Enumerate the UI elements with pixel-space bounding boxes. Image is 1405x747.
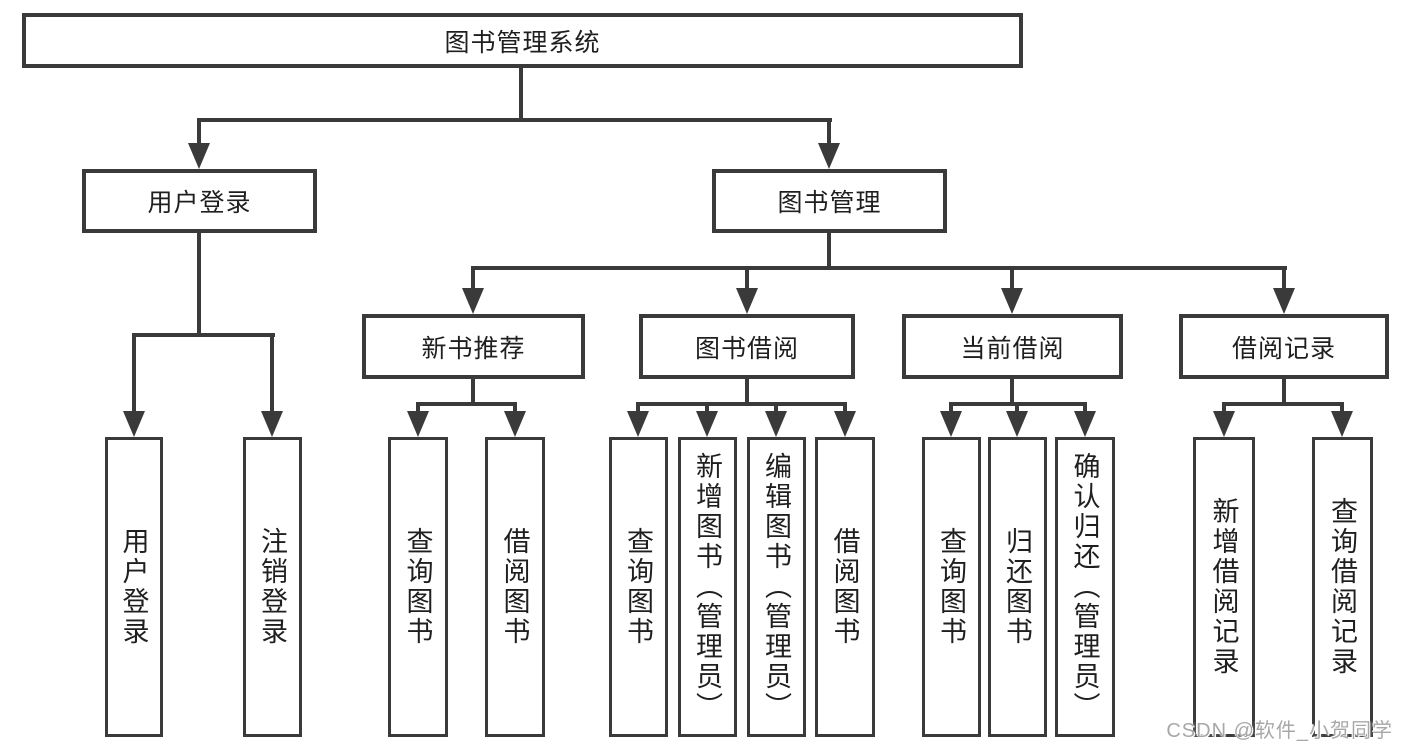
connector-line <box>519 66 523 120</box>
node-new-book-recommend: 新书推荐 <box>362 314 585 379</box>
leaf-query-books-borrowing: 查询图书 <box>609 437 668 737</box>
connector-line <box>843 402 847 412</box>
node-label: 当前借阅 <box>960 334 1065 363</box>
arrow-down-icon <box>765 411 787 437</box>
leaf-label: 确认归还（管理员） <box>1069 452 1100 722</box>
connector-line <box>513 402 517 412</box>
arrow-down-icon <box>1213 411 1235 437</box>
leaf-return-books: 归还图书 <box>988 437 1047 737</box>
connector-line <box>197 233 201 335</box>
leaf-label: 新增图书（管理员） <box>692 452 722 722</box>
connector-line <box>471 266 475 290</box>
connector-line <box>1282 379 1286 406</box>
connector-line <box>1015 402 1019 412</box>
node-library-management-system: 图书管理系统 <box>22 13 1023 68</box>
leaf-borrow-books-recommend: 借阅图书 <box>485 437 545 737</box>
leaf-label: 注销登录 <box>257 527 287 647</box>
connector-line <box>416 402 420 412</box>
leaf-label: 归还图书 <box>1002 527 1032 647</box>
connector-line <box>1010 379 1014 406</box>
arrow-down-icon <box>123 411 145 437</box>
leaf-query-borrow-record: 查询借阅记录 <box>1312 437 1373 737</box>
node-label: 新书推荐 <box>421 334 526 363</box>
leaf-label: 用户登录 <box>118 527 149 647</box>
leaf-label: 新增借阅记录 <box>1208 497 1239 677</box>
node-label: 图书借阅 <box>694 334 799 363</box>
arrow-down-icon <box>1273 288 1295 314</box>
node-label: 图书管理 <box>777 189 882 217</box>
arrow-down-icon <box>1331 411 1353 437</box>
connector-line <box>827 233 831 270</box>
connector-line <box>636 402 640 412</box>
arrow-down-icon <box>736 288 758 314</box>
connector-line <box>774 402 778 412</box>
arrow-down-icon <box>188 143 210 169</box>
connector-line <box>132 333 275 337</box>
arrow-down-icon <box>834 411 856 437</box>
connector-line <box>197 118 832 122</box>
arrow-down-icon <box>940 411 962 437</box>
connector-line <box>1010 266 1014 290</box>
node-borrowing-records: 借阅记录 <box>1179 314 1389 379</box>
leaf-label: 查询借阅记录 <box>1327 497 1357 677</box>
node-label: 用户登录 <box>147 189 252 217</box>
leaf-label: 编辑图书（管理员） <box>761 452 791 722</box>
connector-line <box>827 118 831 146</box>
connector-line <box>745 266 749 290</box>
leaf-logout: 注销登录 <box>243 437 302 737</box>
arrow-down-icon <box>627 411 649 437</box>
connector-line <box>197 118 201 146</box>
node-book-borrowing: 图书借阅 <box>639 314 855 379</box>
connector-line <box>471 379 475 406</box>
leaf-edit-book-admin: 编辑图书（管理员） <box>747 437 806 737</box>
leaf-label: 查询图书 <box>623 527 653 647</box>
connector-line <box>416 402 517 406</box>
connector-line <box>1340 402 1344 412</box>
arrow-down-icon <box>407 411 429 437</box>
connector-line <box>949 402 953 412</box>
connector-line <box>1222 402 1226 412</box>
connector-line <box>1282 266 1286 290</box>
connector-line <box>705 402 709 412</box>
leaf-label: 借阅图书 <box>829 527 860 647</box>
leaf-label: 借阅图书 <box>499 527 530 647</box>
node-user-login: 用户登录 <box>82 169 317 233</box>
leaf-add-book-admin: 新增图书（管理员） <box>678 437 737 737</box>
leaf-query-books-recommend: 查询图书 <box>388 437 448 737</box>
leaf-label: 查询图书 <box>402 527 433 647</box>
connector-line <box>270 333 274 411</box>
connector-line <box>636 402 847 406</box>
leaf-user-login: 用户登录 <box>105 437 163 737</box>
leaf-confirm-return-admin: 确认归还（管理员） <box>1055 437 1115 737</box>
arrow-down-icon <box>818 143 840 169</box>
connector-line <box>132 333 136 411</box>
arrow-down-icon <box>696 411 718 437</box>
node-label: 图书管理系统 <box>444 28 601 57</box>
leaf-add-borrow-record: 新增借阅记录 <box>1193 437 1255 737</box>
leaf-label: 查询图书 <box>936 527 966 647</box>
connector-line <box>471 266 1287 270</box>
csdn-watermark: CSDN @软件_小贺同学 <box>1166 720 1393 742</box>
connector-line <box>745 379 749 406</box>
node-label: 借阅记录 <box>1231 334 1336 363</box>
arrow-down-icon <box>462 288 484 314</box>
leaf-borrow-books-borrowing: 借阅图书 <box>815 437 875 737</box>
arrow-down-icon <box>1074 411 1096 437</box>
node-book-management: 图书管理 <box>712 169 947 233</box>
node-current-borrowing: 当前借阅 <box>902 314 1123 379</box>
leaf-query-books-current: 查询图书 <box>922 437 981 737</box>
connector-line <box>1083 402 1087 412</box>
connector-line <box>1222 402 1344 406</box>
arrow-down-icon <box>1006 411 1028 437</box>
arrow-down-icon <box>1001 288 1023 314</box>
arrow-down-icon <box>261 411 283 437</box>
arrow-down-icon <box>504 411 526 437</box>
